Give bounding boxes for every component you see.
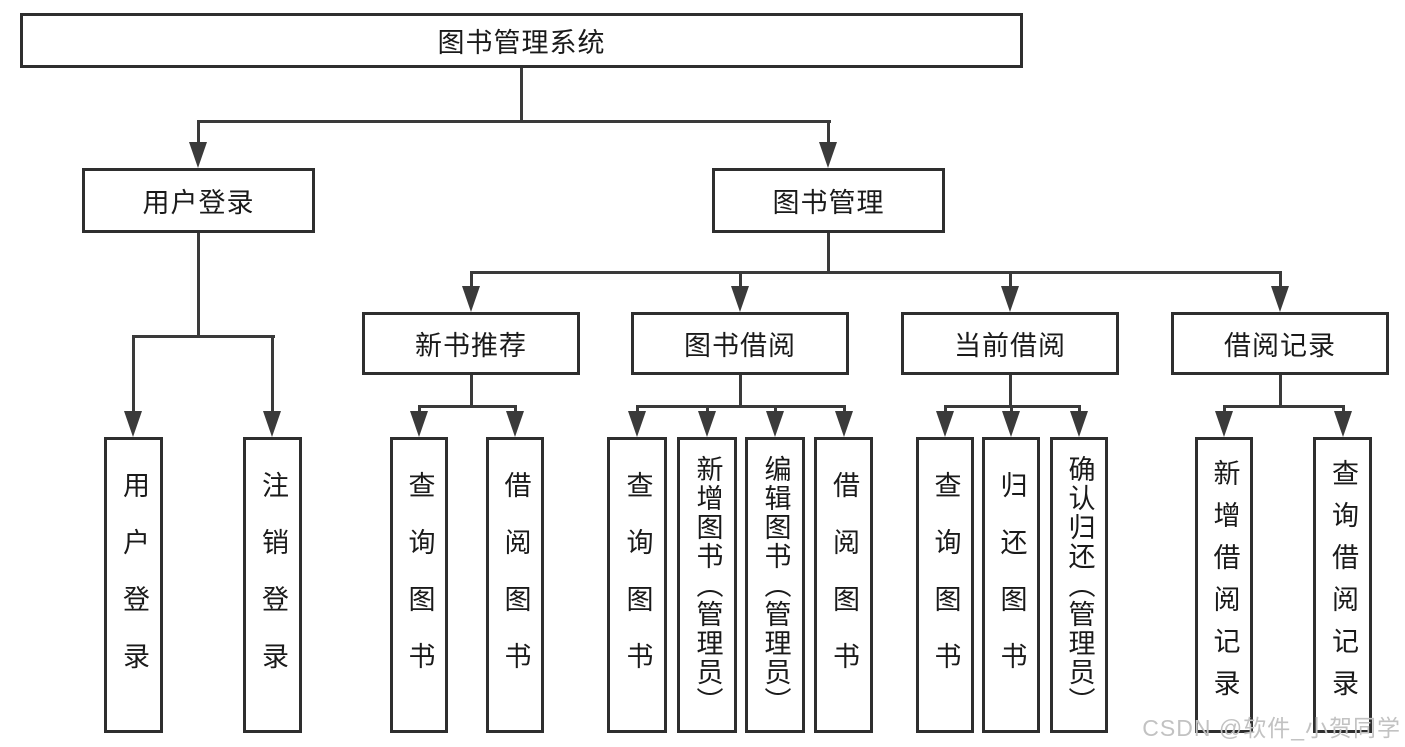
- arrow-head-icon: [731, 286, 749, 312]
- arrow-head-icon: [1334, 411, 1352, 437]
- node-user-login: 用户登录: [82, 168, 315, 233]
- arrow-head-icon: [628, 411, 646, 437]
- arrow-head-icon: [124, 411, 142, 437]
- leaf-return-books: 归还图书: [982, 437, 1040, 733]
- leaf-borrow-books-1: 借阅图书: [486, 437, 544, 733]
- csdn-watermark: CSDN @软件_小贺同学: [1142, 715, 1401, 741]
- arrow-head-icon: [410, 411, 428, 437]
- connector-line: [197, 120, 200, 150]
- arrow-head-icon: [1070, 411, 1088, 437]
- leaf-query-books-3: 查询图书: [916, 437, 974, 733]
- connector-line: [132, 335, 135, 419]
- leaf-query-books-2: 查询图书: [607, 437, 667, 733]
- connector-line: [470, 271, 473, 294]
- leaf-label: 借阅图书: [500, 471, 531, 699]
- connector-line: [827, 120, 830, 150]
- arrow-head-icon: [1215, 411, 1233, 437]
- arrow-head-icon: [263, 411, 281, 437]
- node-current-borrow: 当前借阅: [901, 312, 1119, 375]
- leaf-add-books-admin: 新增图书（管理员）: [677, 437, 737, 733]
- leaf-label: 编辑图书（管理员）: [760, 454, 791, 716]
- connector-line: [520, 68, 523, 123]
- leaf-user-login: 用户登录: [104, 437, 163, 733]
- leaf-label: 归还图书: [996, 471, 1027, 699]
- leaf-label: 查询图书: [930, 471, 961, 699]
- connector-line: [470, 375, 473, 408]
- connector-line: [470, 271, 1282, 274]
- leaf-query-borrow-record: 查询借阅记录: [1313, 437, 1372, 733]
- leaf-label: 用户登录: [119, 471, 149, 699]
- leaf-label: 确认归还（管理员）: [1064, 454, 1095, 716]
- leaf-label: 查询图书: [622, 471, 653, 699]
- arrow-head-icon: [506, 411, 524, 437]
- leaf-label: 借阅图书: [829, 471, 859, 699]
- connector-line: [1009, 375, 1012, 408]
- node-book-borrow: 图书借阅: [631, 312, 849, 375]
- arrow-head-icon: [936, 411, 954, 437]
- leaf-edit-books-admin: 编辑图书（管理员）: [745, 437, 805, 733]
- node-book-management: 图书管理: [712, 168, 945, 233]
- arrow-head-icon: [1271, 286, 1289, 312]
- leaf-label: 新增图书（管理员）: [692, 454, 723, 716]
- arrow-head-icon: [766, 411, 784, 437]
- connector-line: [1009, 271, 1012, 294]
- leaf-borrow-books-2: 借阅图书: [814, 437, 873, 733]
- leaf-logout: 注销登录: [243, 437, 302, 733]
- connector-line: [1279, 375, 1282, 408]
- connector-line: [739, 375, 742, 408]
- arrow-head-icon: [462, 286, 480, 312]
- leaf-label: 查询借阅记录: [1328, 459, 1358, 711]
- arrow-head-icon: [1001, 286, 1019, 312]
- leaf-label: 注销登录: [258, 471, 288, 699]
- leaf-label: 查询图书: [404, 471, 435, 699]
- leaf-add-borrow-record: 新增借阅记录: [1195, 437, 1253, 733]
- connector-line: [418, 405, 517, 408]
- arrow-head-icon: [1002, 411, 1020, 437]
- arrow-head-icon: [698, 411, 716, 437]
- arrow-head-icon: [835, 411, 853, 437]
- connector-line: [636, 405, 845, 408]
- leaf-query-books-1: 查询图书: [390, 437, 448, 733]
- leaf-confirm-return-admin: 确认归还（管理员）: [1050, 437, 1108, 733]
- connector-line: [197, 120, 831, 123]
- arrow-head-icon: [819, 142, 837, 168]
- connector-line: [197, 233, 200, 338]
- connector-line: [1279, 271, 1282, 294]
- connector-line: [271, 335, 274, 419]
- leaf-label: 新增借阅记录: [1209, 459, 1240, 711]
- connector-line: [1223, 405, 1344, 408]
- node-new-book-recommend: 新书推荐: [362, 312, 580, 375]
- connector-line: [739, 271, 742, 294]
- node-library-system: 图书管理系统: [20, 13, 1023, 68]
- arrow-head-icon: [189, 142, 207, 168]
- node-borrow-records: 借阅记录: [1171, 312, 1389, 375]
- connector-line: [827, 233, 830, 274]
- connector-line: [132, 335, 275, 338]
